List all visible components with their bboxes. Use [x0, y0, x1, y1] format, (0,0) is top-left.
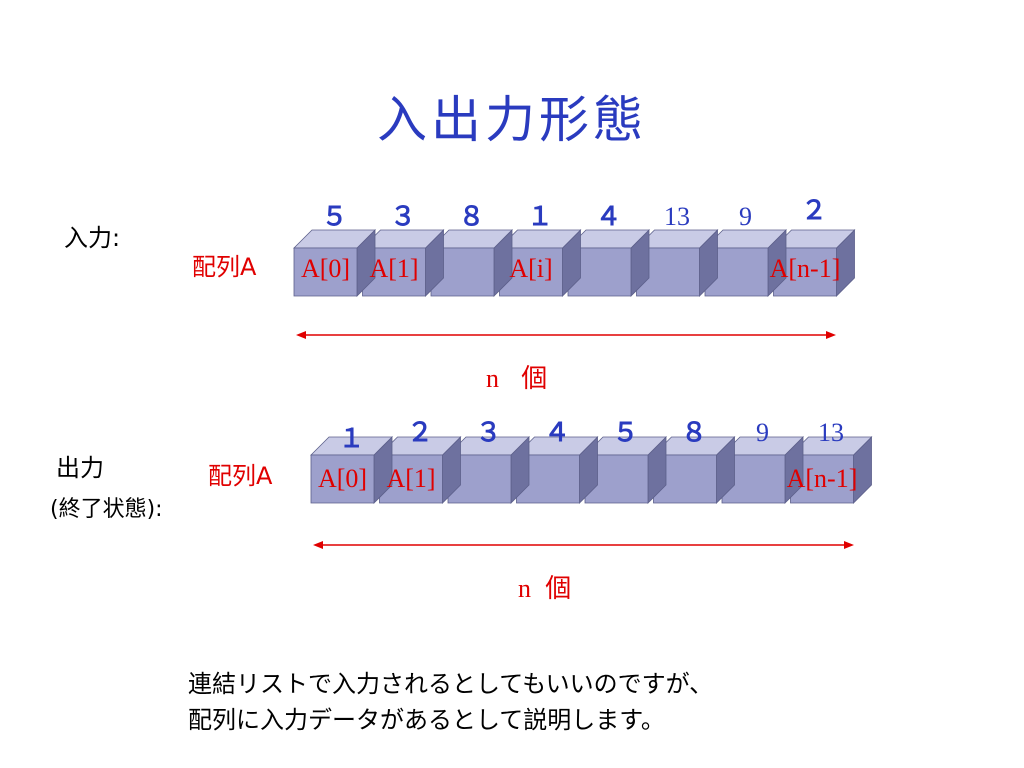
note-line2: 配列に入力データがあるとして説明します。	[188, 706, 665, 734]
input-value: ２	[800, 196, 827, 226]
page-title: 入出力形態	[377, 91, 647, 149]
input-value: ８	[458, 202, 485, 232]
input-cell-label: A[i]	[509, 254, 553, 283]
output-arrow-head-left	[313, 541, 323, 549]
output-cell-label: A[1]	[386, 464, 436, 493]
output-value: ８	[680, 418, 707, 448]
input-cell-label: A[1]	[369, 254, 419, 283]
input-count: n 個	[486, 358, 547, 395]
output-arrow-head-right	[844, 541, 854, 549]
output-cube-front	[310, 454, 375, 504]
input-value: ４	[595, 202, 622, 232]
output-array-label: 配列A	[208, 462, 273, 490]
input-value: ３	[389, 202, 416, 232]
input-count-unit: 個	[521, 364, 548, 394]
input-array-label: 配列A	[192, 253, 257, 281]
input-label: 入力:	[64, 224, 121, 252]
input-arrow-head-left	[296, 331, 306, 339]
output-label-line1: 出力	[56, 454, 104, 482]
output-count-unit: 個	[545, 574, 572, 604]
output-cell-label: A[0]	[317, 464, 368, 493]
note-line1: 連結リストで入力されるとしてもいいのですが、	[188, 670, 714, 698]
input-value: 13	[664, 202, 690, 231]
output-value: ５	[612, 418, 639, 448]
output-cell-label: A[n-1]	[786, 464, 858, 493]
output-value: 13	[818, 418, 844, 447]
input-value: 9	[739, 202, 752, 231]
output-value: １	[338, 424, 365, 454]
input-value: １	[526, 202, 553, 232]
input-cube-front	[293, 247, 358, 297]
output-count: n 個	[518, 568, 571, 605]
output-value: ３	[475, 418, 502, 448]
input-value: ５	[321, 202, 348, 232]
input-count-n: n	[486, 364, 499, 393]
output-value: ２	[406, 418, 433, 448]
input-cell-label: A[0]	[300, 254, 351, 283]
input-arrow-head-right	[826, 331, 836, 339]
input-cell-label: A[n-1]	[769, 254, 841, 283]
output-count-n: n	[518, 574, 531, 603]
output-value: ４	[543, 418, 570, 448]
output-label-line2: (終了状態):	[50, 497, 163, 522]
output-value: 9	[756, 418, 769, 447]
